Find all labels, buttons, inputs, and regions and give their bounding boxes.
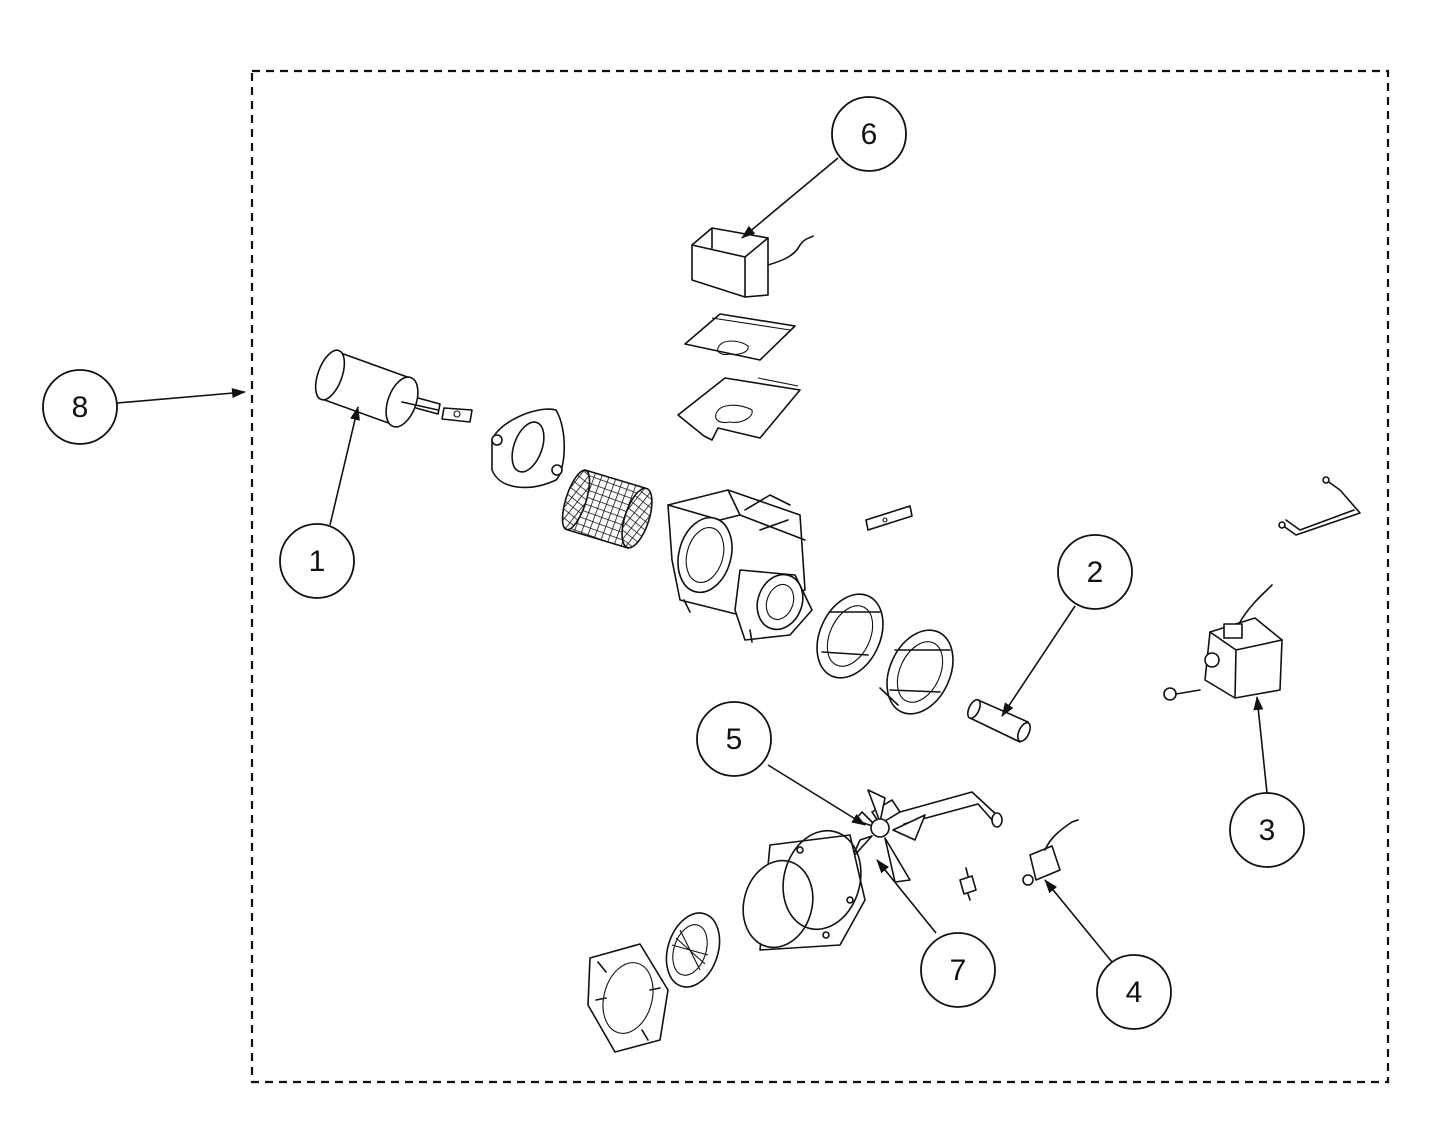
clamp-ring-2-part [879, 629, 954, 715]
fitting-part [959, 867, 977, 901]
leader-lines [116, 157, 1268, 963]
callout-label: 6 [861, 118, 878, 151]
assembly-boundary [250, 69, 1390, 1084]
callout-4: 4 [1096, 954, 1172, 1030]
gasket-lower-part [677, 377, 801, 441]
callout-label: 4 [1126, 976, 1143, 1009]
callout-2: 2 [1057, 534, 1133, 610]
callout-1: 1 [279, 523, 355, 599]
leader-arrow-6 [741, 157, 839, 239]
leader-arrow-4 [1044, 879, 1113, 963]
callout-label: 5 [726, 723, 743, 756]
burner-housing-part [667, 489, 813, 643]
leader-arrow-2 [1001, 605, 1076, 717]
clamp-ring-1-part [816, 593, 884, 679]
leader-arrow-5 [767, 764, 866, 826]
callout-8: 8 [42, 369, 118, 445]
leader-arrow-7 [876, 859, 937, 934]
ignition-lead-part [1278, 476, 1361, 536]
gas-valve-part [1163, 584, 1283, 701]
callout-label: 7 [950, 954, 967, 987]
callout-label: 1 [309, 545, 326, 578]
callout-label: 2 [1087, 556, 1104, 589]
leader-arrow-1 [329, 406, 360, 526]
coupling-part [441, 407, 473, 423]
electrode-assembly-part [851, 789, 1003, 883]
mounting-plate-part [491, 408, 566, 489]
leader-arrow-3 [1253, 696, 1268, 794]
transformer-part [691, 227, 814, 298]
blast-tube-part [742, 829, 866, 951]
callout-label: 8 [72, 391, 89, 424]
retention-head-part [665, 912, 721, 988]
blower-wheel-part [561, 469, 653, 549]
callout-label: 3 [1259, 814, 1276, 847]
sensor-part [1022, 819, 1079, 886]
leader-arrow-8 [116, 388, 246, 404]
callout-3: 3 [1229, 792, 1305, 868]
motor-part [314, 349, 441, 428]
callout-6: 6 [831, 96, 907, 172]
gasket-upper-part [684, 313, 796, 361]
flange-gasket-part [587, 943, 669, 1053]
bracket-part [865, 505, 913, 531]
nozzle-part [967, 698, 1031, 743]
callout-7: 7 [920, 932, 996, 1008]
callout-5: 5 [696, 701, 772, 777]
